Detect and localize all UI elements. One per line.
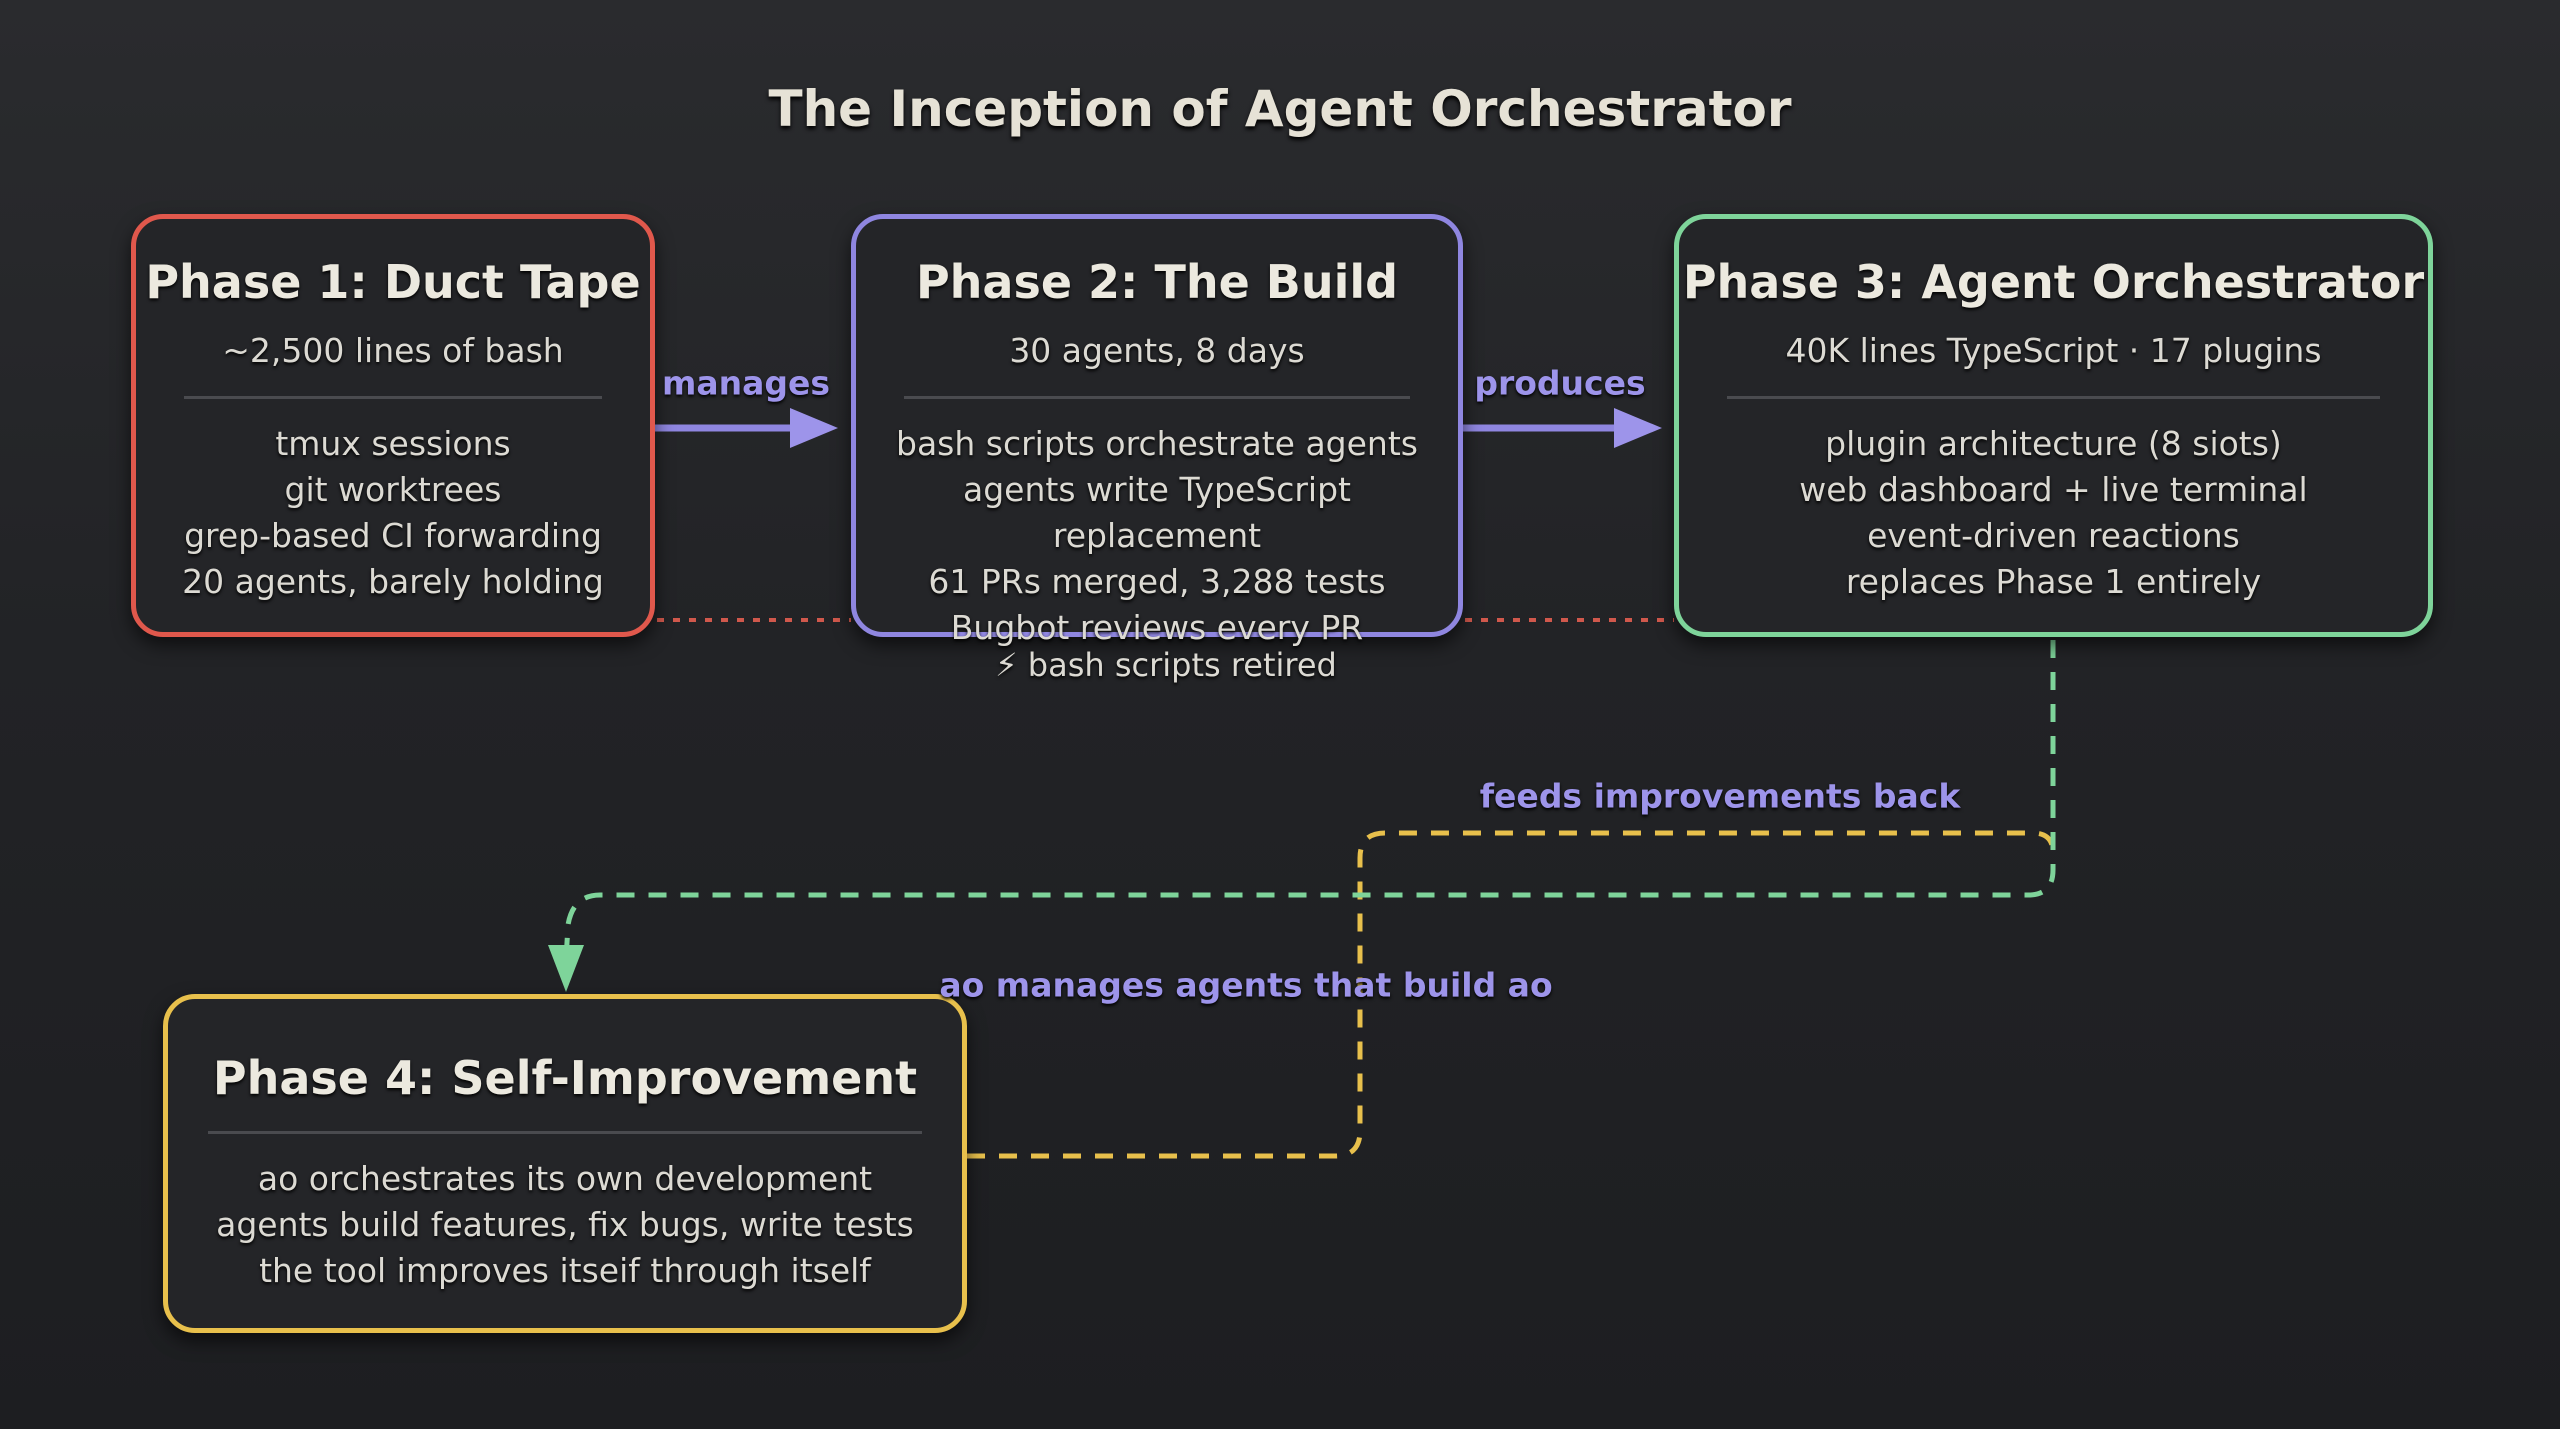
phase-3-box: Phase 3: Agent Orchestrator 40K lines Ty…: [1674, 214, 2433, 637]
phase-item: tmux sessions: [275, 424, 511, 463]
phase-item: bash scripts orchestrate agents: [896, 424, 1418, 463]
produces-arrow: [1463, 408, 1662, 448]
produces-label: produces: [1474, 363, 1646, 403]
phase-subtitle: 40K lines TypeScript · 17 plugins: [1785, 331, 2322, 370]
bash-scripts-retired-note: ⚡ bash scripts retired: [995, 646, 1337, 684]
phase-item: git worktrees: [284, 470, 502, 509]
green-arrowhead: [548, 945, 584, 992]
phase-subtitle: ~2,500 lines of bash: [222, 331, 564, 370]
phase-1-box: Phase 1: Duct Tape ~2,500 lines of bash …: [131, 214, 655, 637]
phase-item: grep-based CI forwarding: [184, 516, 602, 555]
phase-item: agents write TypeScript replacement: [963, 470, 1351, 555]
diagram-title: The Inception of Agent Orchestrator: [768, 80, 1792, 138]
yellow-feedback-dashed-line: [967, 830, 2056, 1159]
phase-item: 20 agents, barely holding: [182, 562, 604, 601]
phase-subtitle: 30 agents, 8 days: [1009, 331, 1305, 370]
divider: [1727, 396, 2380, 399]
phase-item: 61 PRs merged, 3,288 tests: [928, 562, 1386, 601]
phase-title: Phase 4: Self-Improvement: [212, 1051, 918, 1105]
phase-item: replaces Phase 1 entirely: [1845, 562, 2262, 601]
phase-item: agents build features, fix bugs, write t…: [216, 1205, 914, 1244]
phase-4-box: Phase 4: Self-Improvement ao orchestrate…: [163, 994, 967, 1333]
phase-title: Phase 3: Agent Orchestrator: [1682, 255, 2425, 309]
phase-item: Bugbot reviews every PR: [950, 608, 1364, 647]
feeds-improvements-back-label: feeds improvements back: [1479, 776, 1961, 816]
phase-item: web dashboard + live terminal: [1799, 470, 2308, 509]
divider: [184, 396, 602, 399]
phase-item: ao orchestrates its own development: [257, 1159, 873, 1198]
divider: [208, 1131, 922, 1134]
manages-label: manages: [661, 363, 831, 403]
phase-item: plugin architecture (8 siots): [1825, 424, 2282, 463]
phase-2-box: Phase 2: The Build 30 agents, 8 days bas…: [851, 214, 1463, 647]
self-loop-label: ao manages agents that build ao: [939, 965, 1553, 1005]
divider: [904, 396, 1410, 399]
phase-item: event-driven reactions: [1867, 516, 2240, 555]
phase-title: Phase 1: Duct Tape: [145, 255, 641, 309]
green-dashed-line: [563, 640, 2056, 961]
phase-title: Phase 2: The Build: [915, 255, 1399, 309]
manages-arrow: [655, 408, 838, 448]
phase-item: the tool improves itseif through itself: [259, 1251, 871, 1290]
